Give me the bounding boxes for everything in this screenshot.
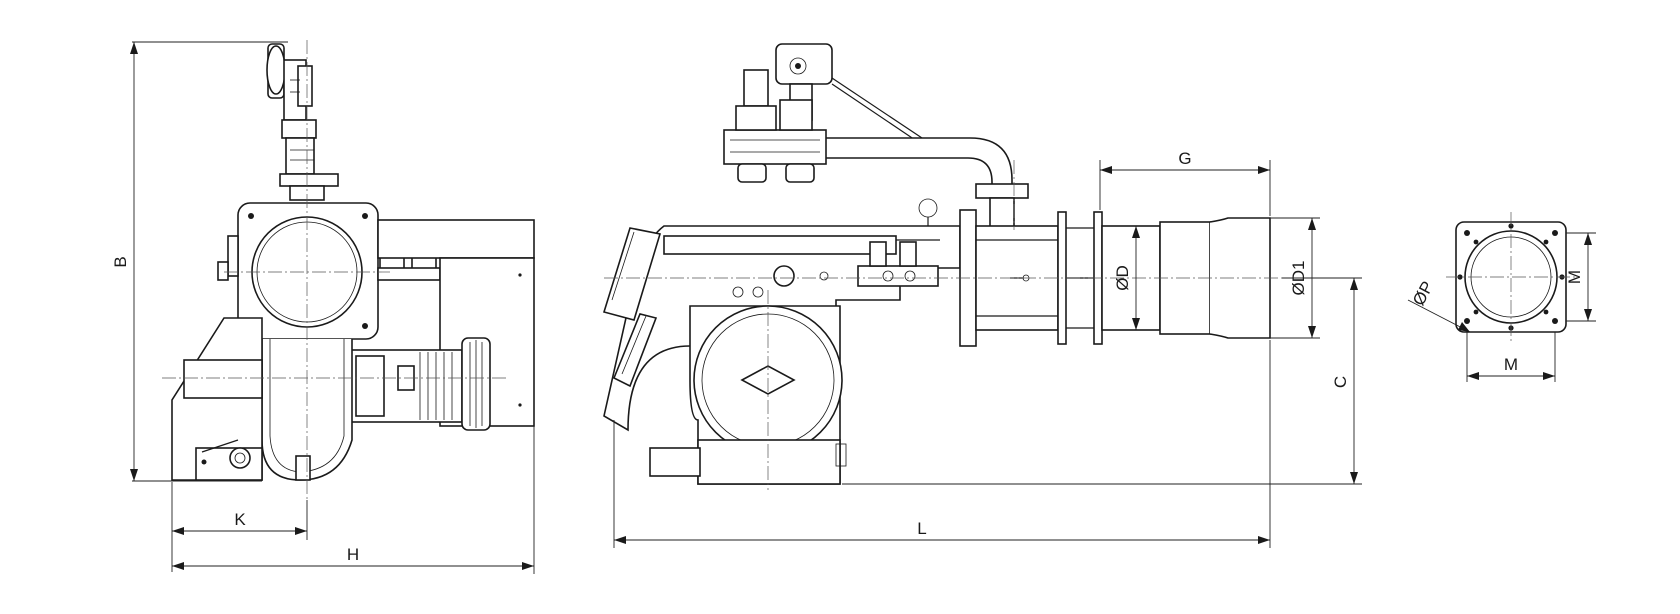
- flange-detail-view: ØP M M: [1407, 212, 1596, 382]
- dimension-k: K: [171, 482, 308, 572]
- dimension-g: G: [1099, 149, 1271, 216]
- dimension-m-vertical: M: [1565, 232, 1596, 322]
- dimension-k-label: K: [234, 510, 246, 529]
- side-blast-tube: [1101, 217, 1271, 339]
- dimension-l: L: [613, 340, 1271, 548]
- front-base: [171, 317, 263, 481]
- dimension-c: C: [842, 277, 1362, 485]
- dimension-m-horizontal-label: M: [1504, 355, 1518, 374]
- dimension-h-label: H: [347, 545, 359, 564]
- dimension-l-label: L: [917, 519, 926, 538]
- side-gas-pipe: [826, 137, 1029, 229]
- dimension-h: H: [172, 426, 535, 574]
- dimension-c-label: C: [1331, 376, 1350, 388]
- dimension-d-label: ØD: [1113, 265, 1132, 291]
- side-air-inlet: [602, 227, 662, 388]
- front-gas-valve: [266, 43, 339, 201]
- dimension-g-label: G: [1178, 149, 1191, 168]
- dimension-d: ØD: [1113, 226, 1140, 330]
- dimension-m-horizontal: M: [1466, 332, 1556, 382]
- side-body-valves: [857, 241, 939, 287]
- side-view: G ØD ØD1 C: [602, 43, 1362, 548]
- dimension-m-vertical-label: M: [1565, 270, 1584, 284]
- dimension-p-label: ØP: [1409, 278, 1437, 309]
- front-motor: [349, 337, 491, 431]
- front-view: B K H: [111, 40, 535, 574]
- dimension-b-label: B: [111, 256, 130, 267]
- dimension-b: B: [111, 41, 288, 482]
